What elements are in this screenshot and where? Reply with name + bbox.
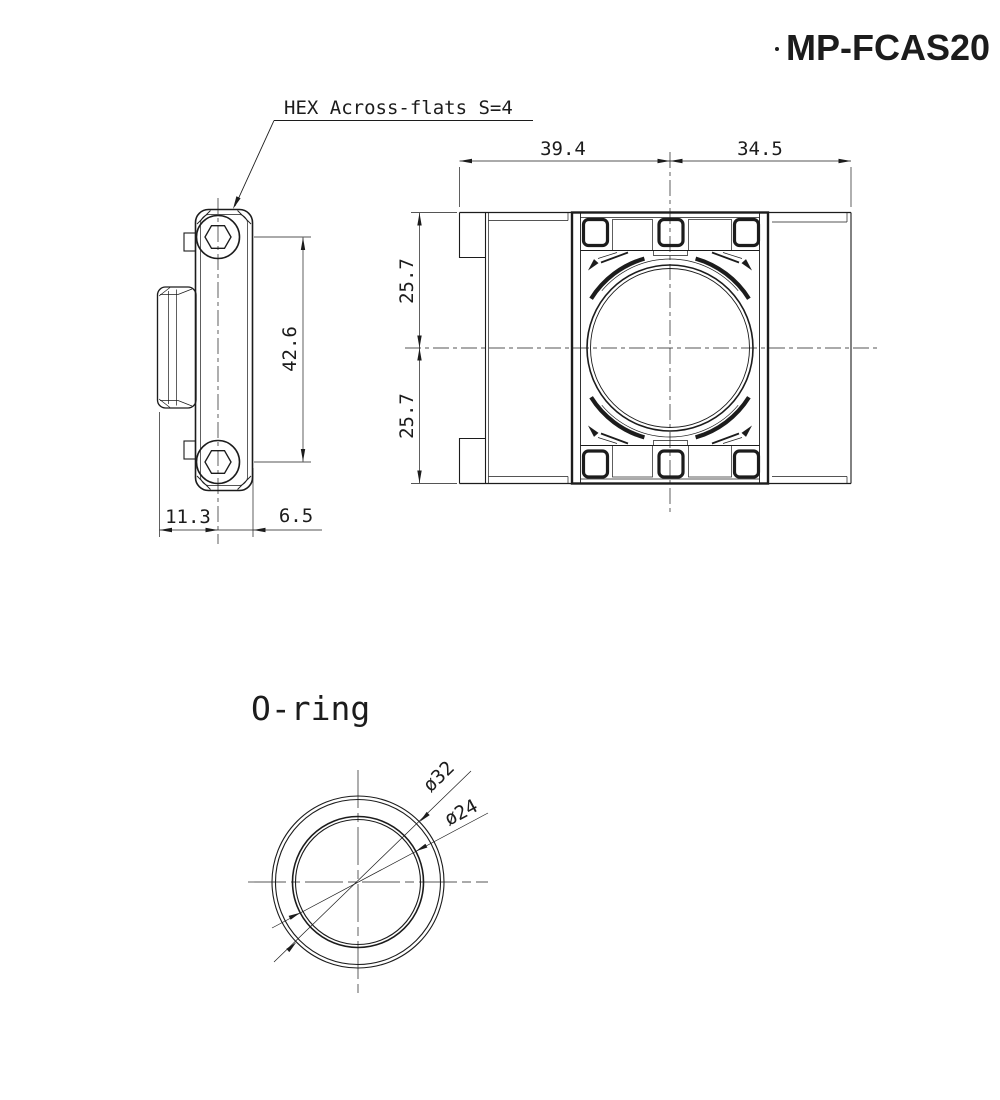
dimension-bolt-pitch: 42.6 xyxy=(254,236,311,463)
front-tab-top-left xyxy=(458,212,486,259)
front-wing-lines xyxy=(488,212,848,484)
leader-arrowhead xyxy=(233,196,241,209)
side-body-outline xyxy=(194,208,254,492)
oring-label: O-ring xyxy=(251,689,370,728)
drawing-title: MP-FCAS20 xyxy=(786,27,990,68)
oring-crosshair xyxy=(248,770,488,993)
side-clip xyxy=(156,286,197,409)
dimension-left-heights: 25.7 25.7 xyxy=(396,212,457,484)
hex-callout: HEX Across-flats S=4 xyxy=(233,97,533,209)
front-view: 39.4 34.5 25.7 25.7 xyxy=(396,138,877,512)
front-tab-bottom-left xyxy=(458,437,486,484)
title-block: MP-FCAS20 xyxy=(775,27,990,68)
dim-text-25-7-lower: 25.7 xyxy=(396,393,418,439)
leader-line xyxy=(234,120,275,207)
front-groove-arcs xyxy=(589,256,751,440)
oring-view: O-ring ø32 ø24 xyxy=(248,689,489,993)
dimension-top-widths: 39.4 34.5 xyxy=(459,138,852,207)
dim-text-42-6: 42.6 xyxy=(279,326,301,372)
hex-callout-label: HEX Across-flats S=4 xyxy=(284,97,513,119)
title-prefix-dot xyxy=(775,47,779,51)
front-square-holes xyxy=(581,217,761,479)
side-tab-top xyxy=(183,232,197,252)
dim-text-25-7-upper: 25.7 xyxy=(396,258,418,304)
dimension-bottom-widths: 11.3 6.5 xyxy=(159,412,322,537)
dim-text-39-4: 39.4 xyxy=(540,138,586,160)
side-tab-bottom xyxy=(183,440,197,460)
front-spring-hooks xyxy=(588,251,752,445)
side-body-inner-line xyxy=(200,214,248,486)
dim-text-34-5: 34.5 xyxy=(737,138,783,160)
side-view: 42.6 11.3 6.5 xyxy=(156,198,322,544)
dim-text-phi32: ø32 xyxy=(419,757,459,797)
dim-text-11-3: 11.3 xyxy=(165,506,211,528)
dim-text-phi24: ø24 xyxy=(441,795,482,831)
side-body-corner-chamfers xyxy=(196,210,252,490)
dim-text-6-5: 6.5 xyxy=(279,505,313,527)
